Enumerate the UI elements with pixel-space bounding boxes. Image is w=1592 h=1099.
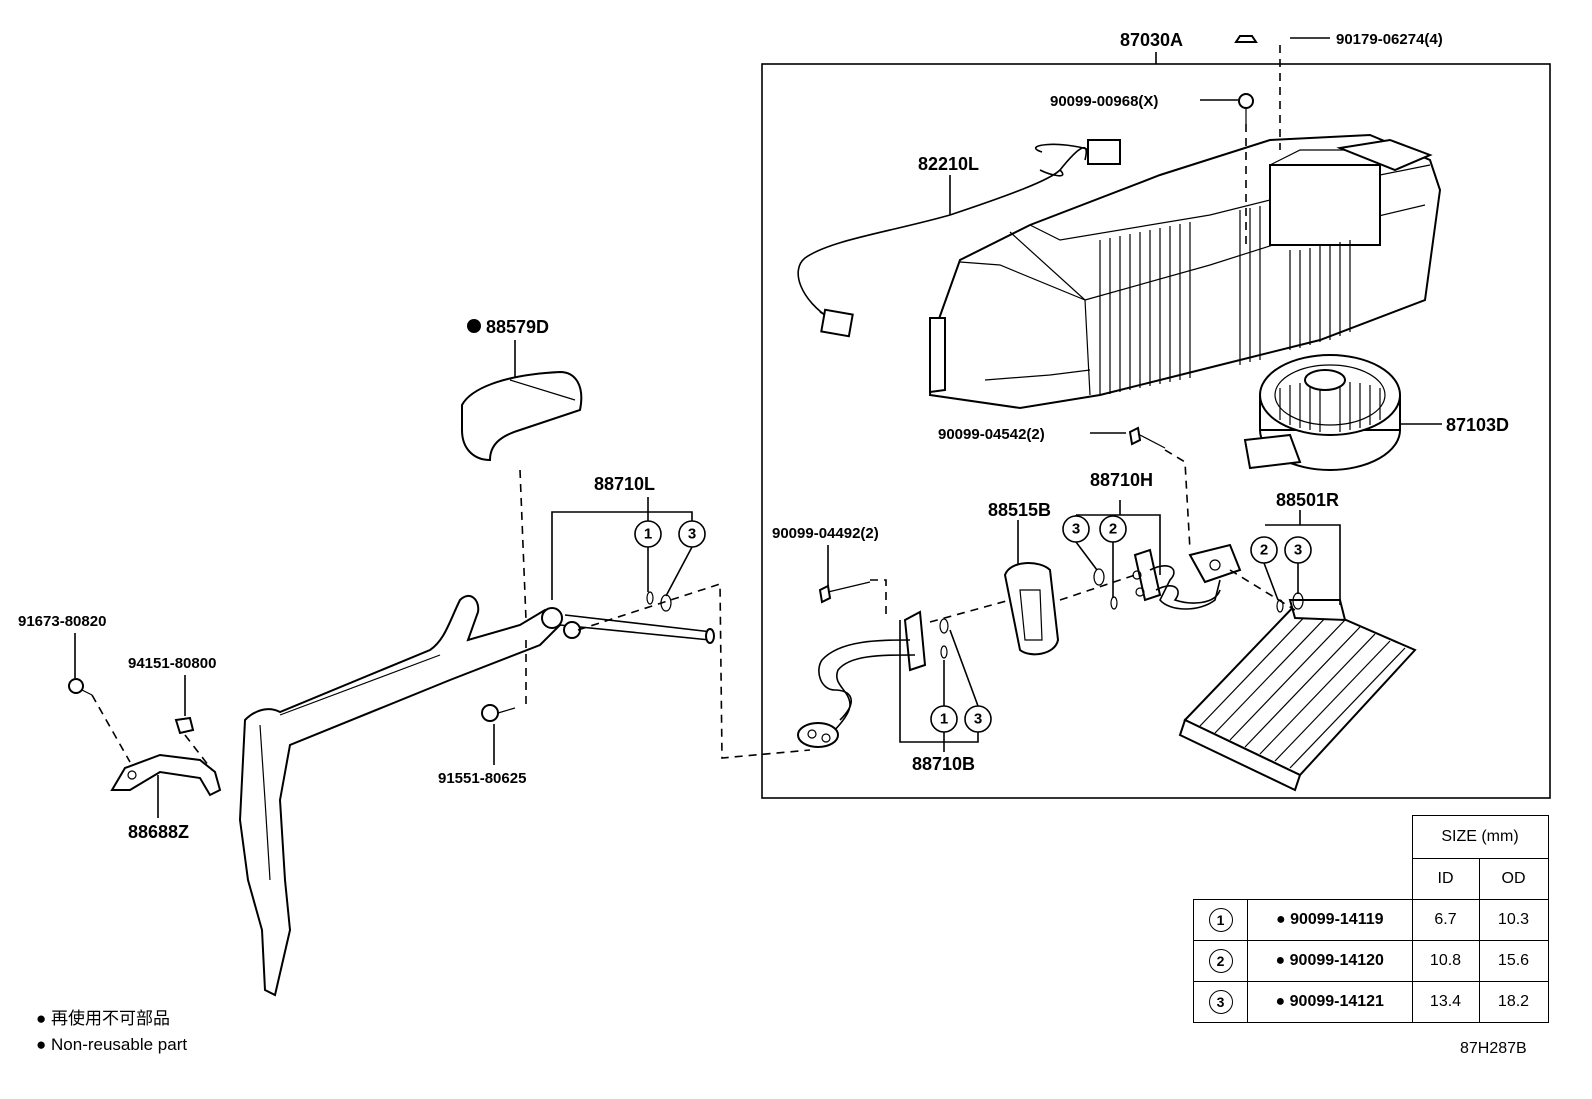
insulator-88579d: [461, 370, 583, 462]
table-row: 2 ● 90099-14120 10.8 15.6: [1193, 940, 1549, 982]
label-assembly: 87030A: [1120, 30, 1183, 50]
label-blower: 87103D: [1446, 415, 1509, 435]
row-key: 3: [1208, 990, 1233, 1014]
label-screw-mid: 91551-80625: [438, 770, 526, 787]
row-part: 90099-14119: [1290, 911, 1384, 928]
row-id: 6.7: [1411, 899, 1480, 941]
col-id-header: ID: [1411, 858, 1480, 900]
wire-harness: [797, 139, 1121, 338]
callout-circles: 1 3 1 3 3 2 2 3: [634, 515, 1312, 733]
size-header: SIZE (mm): [1411, 815, 1549, 859]
callout-2: 2: [1109, 521, 1117, 538]
callout-3: 3: [688, 526, 696, 543]
callout-1: 1: [644, 526, 652, 543]
tube-88710l: [238, 594, 715, 997]
row-od: 10.3: [1478, 899, 1549, 941]
tube-88710h: [1132, 543, 1242, 610]
seal-88515b: [1003, 562, 1060, 656]
col-od-header: OD: [1478, 858, 1549, 900]
part-labels: 87030A 90179-06274(4) 90099-00968(X) 822…: [18, 30, 1509, 842]
label-bolt-mid: 90099-04542(2): [938, 426, 1045, 443]
label-tube-l: 88710L: [594, 474, 655, 494]
table-row: 3 ● 90099-14121 13.4 18.2: [1193, 981, 1549, 1023]
legend-en: ● Non-reusable part: [36, 1035, 188, 1054]
callout-3: 3: [974, 711, 982, 728]
row-part: 90099-14121: [1289, 993, 1384, 1010]
callout-3: 3: [1072, 521, 1080, 538]
label-tube-h: 88710H: [1090, 470, 1153, 490]
callout-2: 2: [1260, 542, 1268, 559]
label-tube-b: 88710B: [912, 754, 975, 774]
legend-jp: ● 再使用不可部品: [36, 1009, 171, 1028]
callout-1: 1: [940, 711, 948, 728]
callout-3: 3: [1294, 542, 1302, 559]
label-bolt-left: 90099-04492(2): [772, 525, 879, 542]
row-key: 2: [1208, 949, 1233, 973]
legend: ● 再使用不可部品 ● Non-reusable part: [36, 1006, 187, 1058]
label-core: 88501R: [1276, 490, 1339, 510]
label-wire: 82210L: [918, 154, 979, 174]
label-clip-top: 90179-06274(4): [1336, 31, 1443, 48]
label-screw-top: 90099-00968(X): [1050, 93, 1158, 110]
label-nut-left: 94151-80800: [128, 655, 216, 672]
row-id: 13.4: [1411, 981, 1480, 1023]
label-clip-left: 91673-80820: [18, 613, 106, 630]
hvac-unit-housing: [928, 133, 1442, 410]
bracket-88688z: [110, 753, 222, 797]
row-id: 10.8: [1411, 940, 1480, 982]
label-insulator: 88579D: [486, 317, 549, 337]
heater-core: [1178, 598, 1417, 792]
dashed-guides: [91, 45, 1296, 771]
row-key: 1: [1208, 908, 1233, 932]
blower-motor: [1243, 354, 1401, 471]
non-reusable-dot: [467, 319, 481, 333]
fasteners: [68, 35, 1258, 735]
label-seal-b: 88515B: [988, 500, 1051, 520]
diagram-code: 87H287B: [1460, 1040, 1527, 1057]
row-part: 90099-14120: [1289, 952, 1384, 969]
oring-size-table: SIZE (mm) ID OD 1 ● 90099-14119 6.7 10.3…: [1193, 815, 1549, 1023]
tube-88710b: [797, 610, 927, 748]
row-od: 15.6: [1478, 940, 1549, 982]
row-od: 18.2: [1478, 981, 1549, 1023]
label-bracket: 88688Z: [128, 822, 189, 842]
table-row: 1 ● 90099-14119 6.7 10.3: [1193, 899, 1549, 941]
